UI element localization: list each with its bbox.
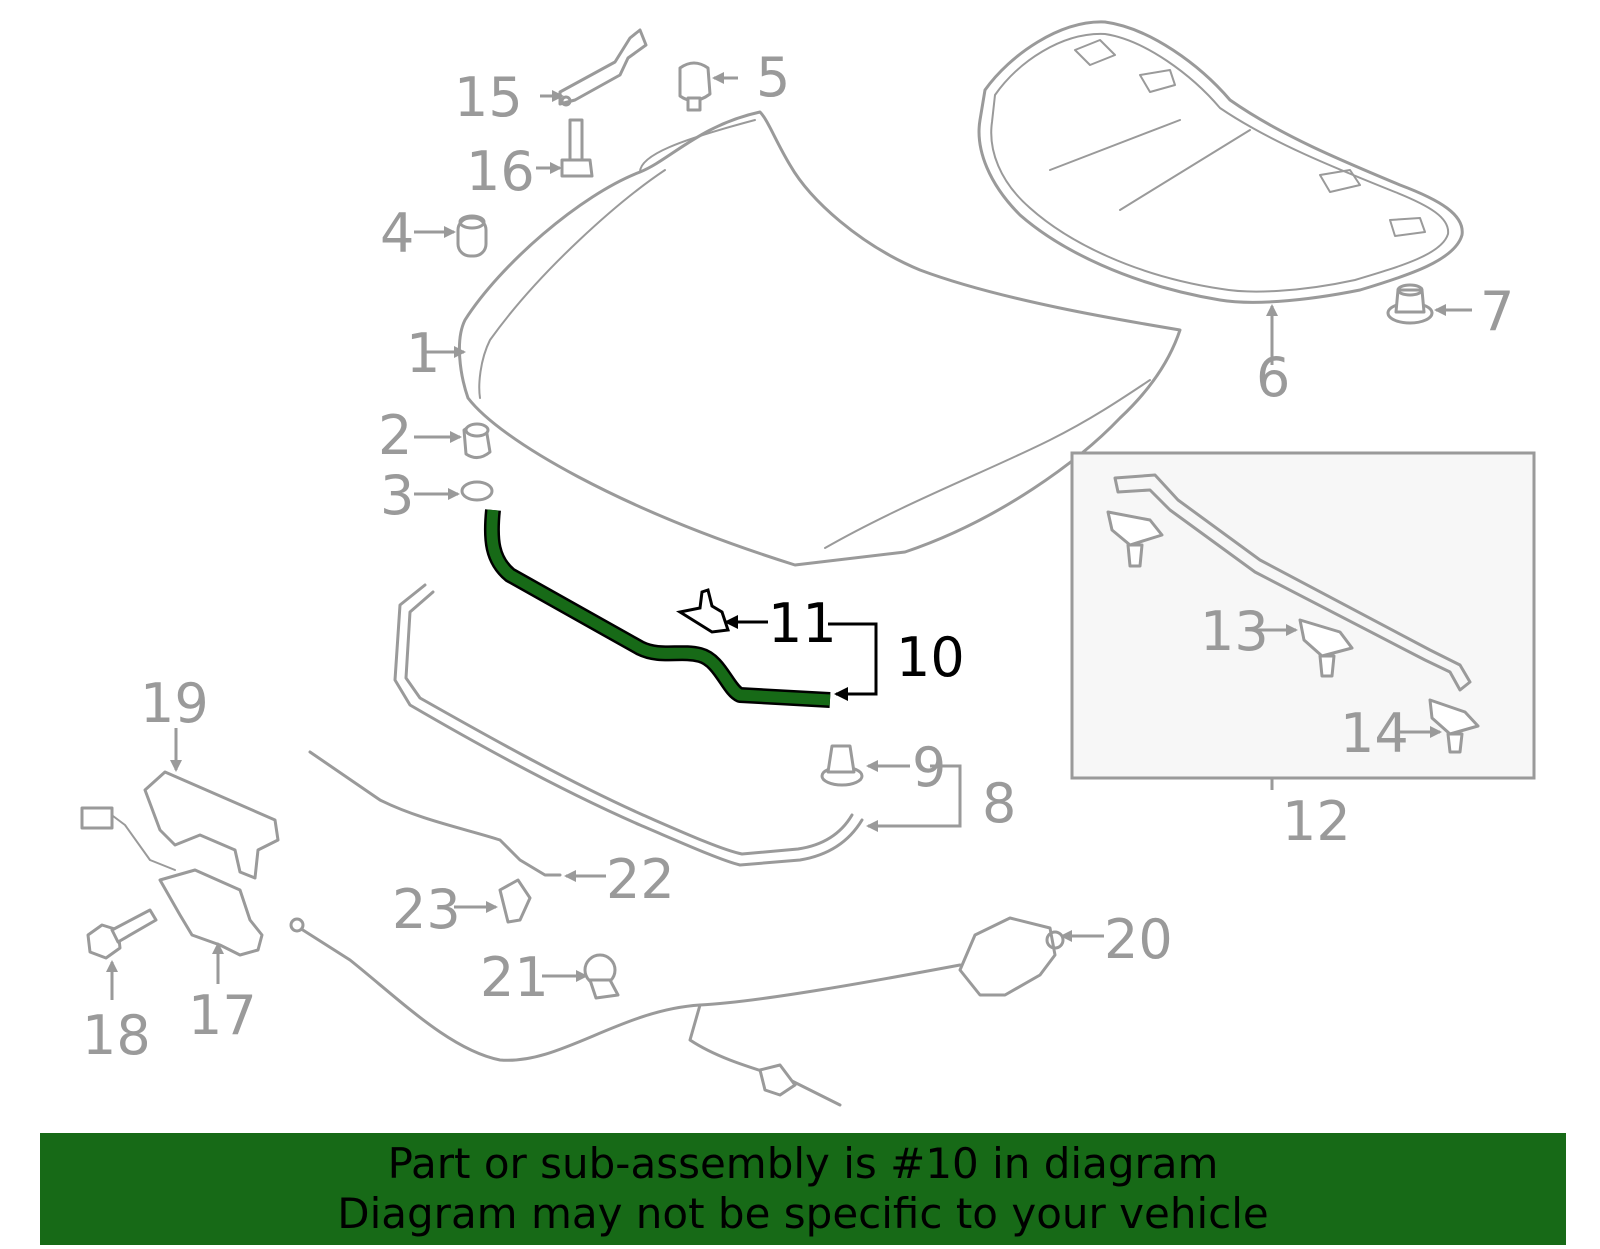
callout-labels: 1 2 3 4 5 6 7 8 9 10 11 12 13 14 15 16 1… [82,46,1514,1067]
callout-11: 11 [768,592,837,655]
hood-panel [457,110,1182,567]
weatherstrip-clip [676,588,731,634]
release-cable [308,750,562,877]
lock-cover [143,770,280,880]
cable-clip [498,878,532,924]
bolt [560,118,594,178]
callout-19: 19 [140,672,209,735]
hood-support-rod [1113,473,1472,692]
cable-holder [583,953,620,1000]
callout-10: 10 [896,626,965,689]
callout-14: 14 [1340,702,1409,765]
lock-bolt [86,908,158,960]
callout-5: 5 [756,46,790,109]
stopper-cap [456,214,488,258]
leader-arrows [106,72,1472,1000]
callout-8: 8 [982,772,1016,835]
hood-insulator [977,20,1464,304]
rubber-cushion [678,61,712,112]
callout-15: 15 [454,66,523,129]
callout-7: 7 [1480,280,1514,343]
insulator-clip [1386,283,1434,325]
seal-clip [820,744,864,787]
callout-2: 2 [378,404,412,467]
rod-holder-clip-a [1106,510,1164,568]
banner-line-2: Diagram may not be specific to your vehi… [337,1189,1269,1238]
rod-holder-clip-c [1428,698,1480,754]
callout-21: 21 [480,946,549,1009]
hood-lock [80,806,264,957]
hood-release-lever [289,916,1065,1107]
callout-17: 17 [188,984,257,1047]
callout-16: 16 [466,140,535,203]
hood-bumper [462,422,492,459]
callout-9: 9 [912,736,946,799]
washer-ring [460,480,494,502]
rod-holder-clip-b [1298,618,1354,678]
callout-18: 18 [82,1004,151,1067]
callout-13: 13 [1200,600,1269,663]
hood-weatherstrip-highlighted [483,509,831,708]
callout-6: 6 [1256,346,1290,409]
callout-1: 1 [406,322,440,385]
callout-23: 23 [392,878,461,941]
callout-12: 12 [1282,790,1351,853]
hood-bracket [558,28,648,107]
callout-3: 3 [380,464,414,527]
info-banner: Part or sub-assembly is #10 in diagram D… [40,1133,1566,1245]
callout-4: 4 [380,202,414,265]
callout-20: 20 [1104,908,1173,971]
callout-22: 22 [606,848,675,911]
front-seal [393,583,864,867]
banner-line-1: Part or sub-assembly is #10 in diagram [387,1139,1219,1188]
